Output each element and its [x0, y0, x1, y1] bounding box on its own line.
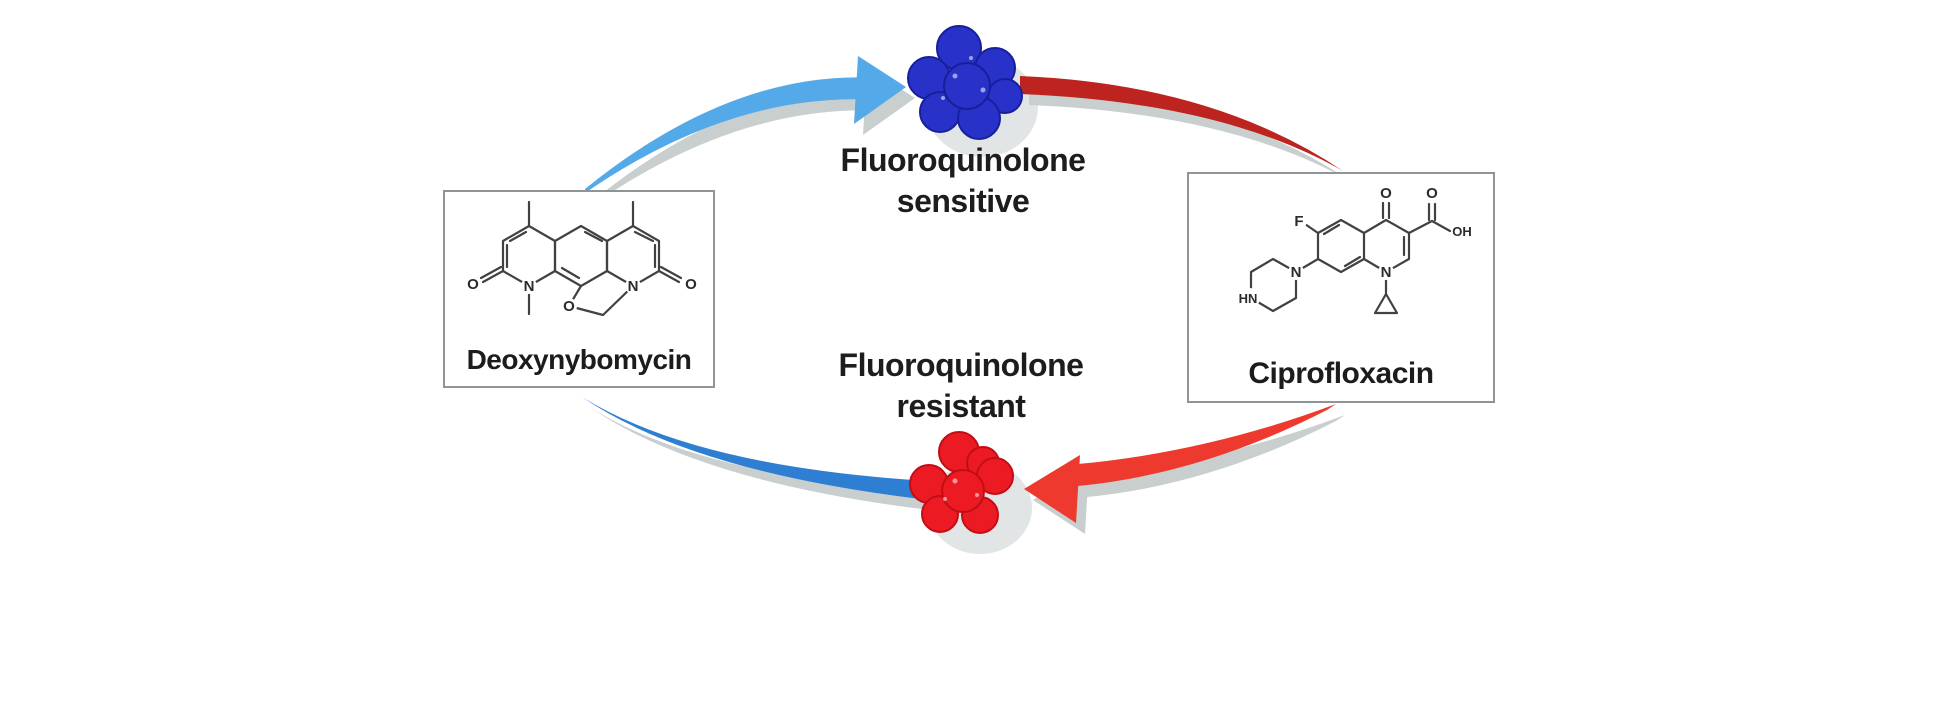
- atom-label-oxygen-bridge: O: [563, 298, 575, 315]
- atom-label-acid-oxygen: O: [1426, 185, 1438, 202]
- deoxynybomycin-structure: O N N O O: [467, 200, 697, 317]
- label-sensitive-line1: Fluoroquinolone: [840, 142, 1086, 178]
- atom-label-nitrogen-right: N: [628, 278, 639, 295]
- atom-label-ring-nitrogen: N: [1381, 264, 1392, 281]
- arrow-resistant-to-deoxynybomycin: [582, 397, 948, 502]
- bacteria-cluster-sensitive: [907, 25, 1023, 140]
- atom-label-oxygen-right: O: [685, 276, 697, 293]
- arrow-sensitive-to-ciprofloxacin: [1020, 76, 1343, 171]
- molecule-name-deoxynybomycin: Deoxynybomycin: [466, 344, 692, 375]
- atom-label-fluorine: F: [1294, 213, 1303, 230]
- atom-label-nitrogen-left: N: [524, 278, 535, 295]
- label-sensitive-line2: sensitive: [896, 183, 1030, 219]
- arrow-deoxynybomycin-to-sensitive: [585, 56, 906, 193]
- atom-label-piperazine-nh: HN: [1239, 291, 1258, 306]
- deoxynybomycin-box: O N N O O Deoxynybomycin: [443, 190, 715, 388]
- arrow-ciprofloxacin-to-resistant: [1024, 404, 1336, 523]
- ciprofloxacin-structure: F O O OH N HN N: [1239, 185, 1472, 315]
- deoxynybomycin-atoms: O N N O O: [467, 276, 697, 315]
- ciprofloxacin-atoms: F O O OH N HN N: [1239, 185, 1472, 308]
- label-fluoroquinolone-resistant: Fluoroquinolone resistant: [761, 345, 1161, 427]
- label-resistant-line1: Fluoroquinolone: [838, 347, 1084, 383]
- molecule-name-ciprofloxacin: Ciprofloxacin: [1248, 357, 1434, 390]
- atom-label-hydroxyl: OH: [1452, 224, 1472, 239]
- label-resistant-line2: resistant: [896, 388, 1026, 424]
- atom-label-piperazine-nitrogen: N: [1291, 264, 1302, 281]
- ciprofloxacin-box: F O O OH N HN N Ciprofloxacin: [1187, 172, 1495, 403]
- atom-label-oxygen-left: O: [467, 276, 479, 293]
- ciprofloxacin-bonds: [1249, 201, 1452, 315]
- bacteria-cluster-resistant: [909, 431, 1014, 534]
- label-fluoroquinolone-sensitive: Fluoroquinolone sensitive: [763, 140, 1163, 222]
- deoxynybomycin-bonds: [479, 200, 683, 317]
- atom-label-ketone-oxygen: O: [1380, 185, 1392, 202]
